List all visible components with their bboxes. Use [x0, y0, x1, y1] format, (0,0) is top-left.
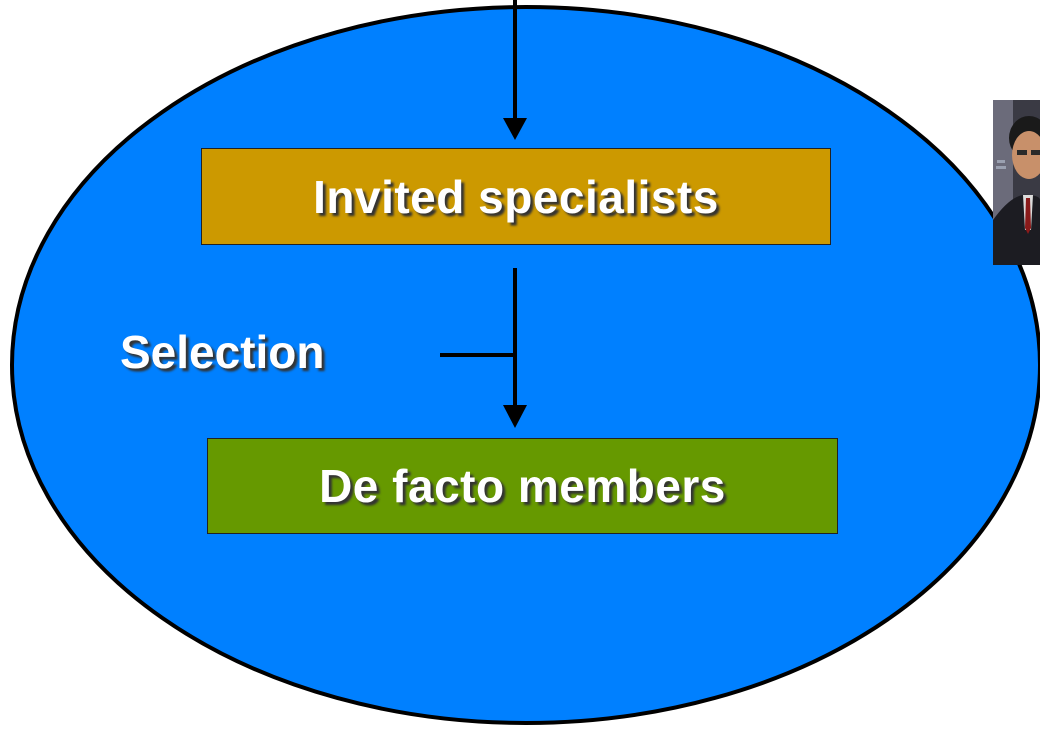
- de-facto-members-label: De facto members: [319, 460, 726, 512]
- selection-arrow: [503, 268, 527, 428]
- person-photo: [993, 100, 1040, 265]
- invited-specialists-node: Invited specialists: [201, 148, 831, 245]
- invited-specialists-label: Invited specialists: [313, 170, 719, 223]
- incoming-arrow: [503, 0, 527, 140]
- selection-label: Selection: [120, 326, 325, 378]
- person-photo-icon: [993, 100, 1040, 265]
- de-facto-members-node: De facto members: [207, 438, 838, 534]
